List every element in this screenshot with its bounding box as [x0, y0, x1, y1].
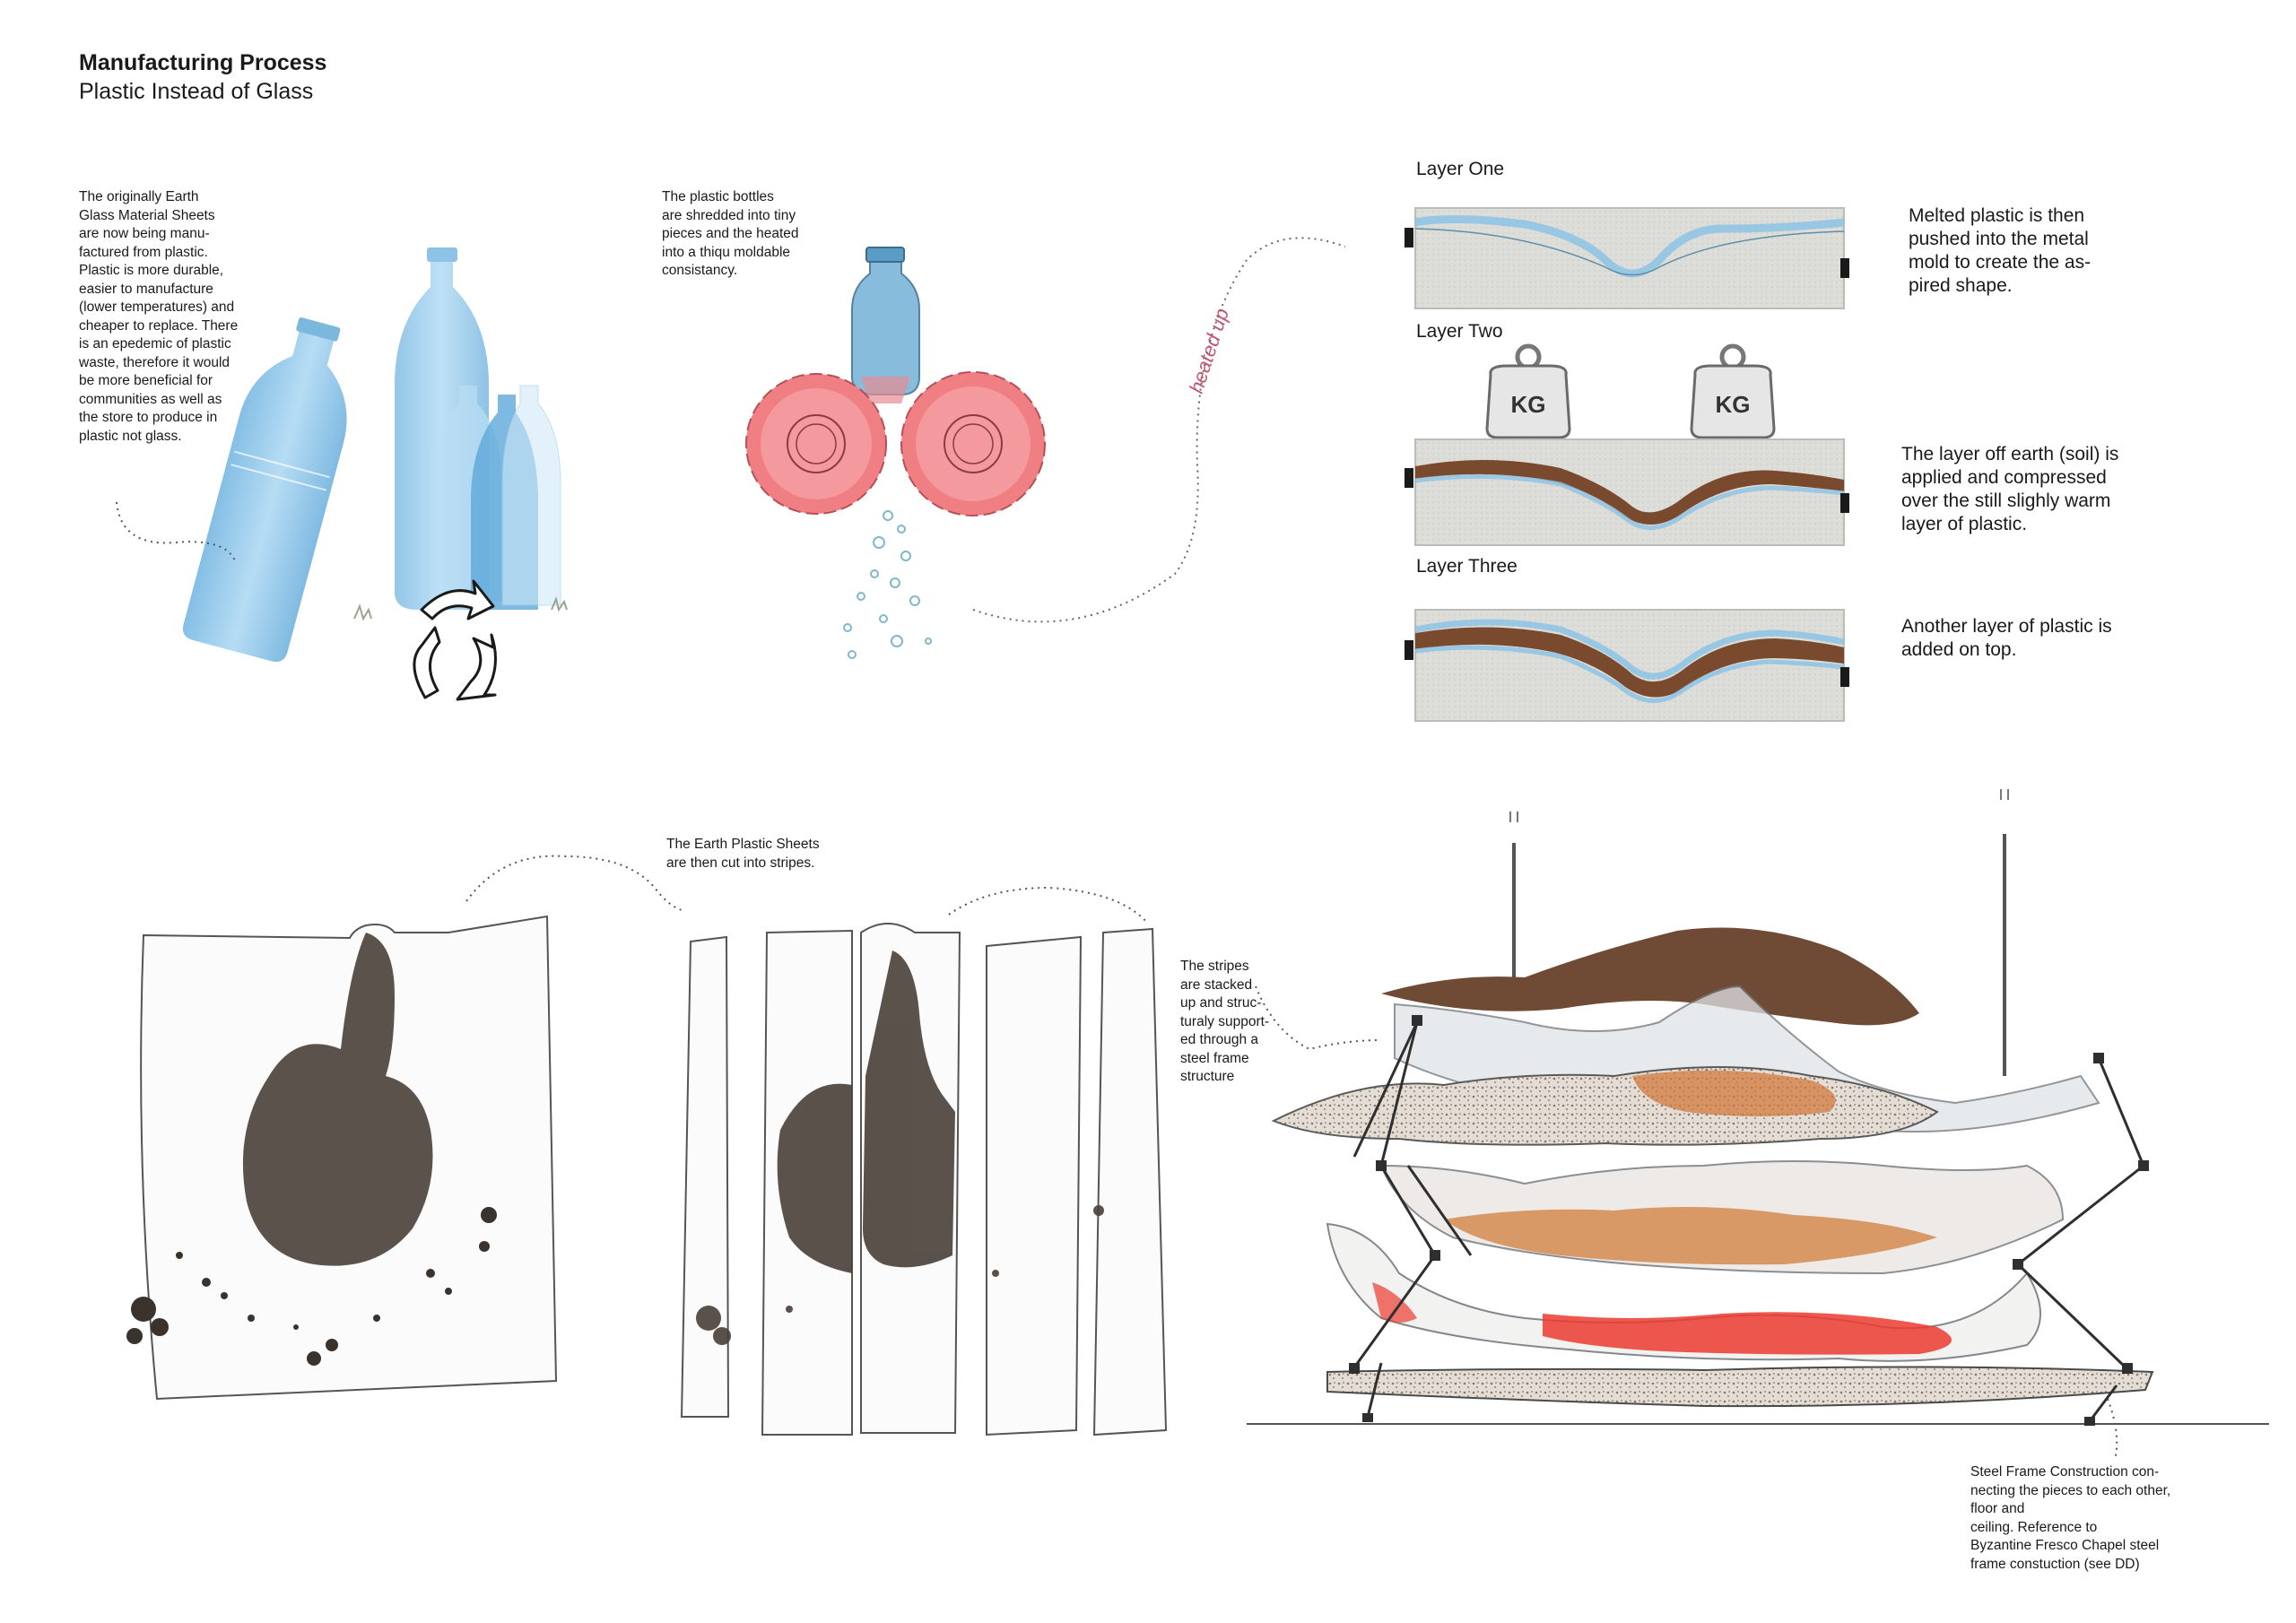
shredder-illustration	[851, 247, 920, 404]
plastic-pieces-illustration	[843, 510, 932, 659]
leader-heated-up	[972, 237, 1346, 623]
clamp-icon	[1405, 468, 1413, 488]
leader-stacked	[1255, 985, 1382, 1051]
weight-left-icon: KG	[1485, 343, 1571, 439]
leader-stripes	[948, 886, 1149, 924]
mold-layer-three	[1405, 609, 1849, 722]
mold-layer-one	[1405, 207, 1849, 309]
clamp-icon	[1405, 228, 1413, 247]
leader-cut-stripes	[465, 855, 683, 911]
layer-three-description: Another layer of plastic is added on top…	[1901, 616, 2112, 660]
stripe-5	[1092, 927, 1168, 1436]
page-title: Manufacturing Process	[79, 50, 327, 75]
weight-right-icon: KG	[1690, 343, 1776, 439]
plastic-bottles-illustration	[182, 247, 568, 663]
gear-right-icon	[900, 371, 1046, 516]
leader-steel-frame	[2107, 1398, 2118, 1461]
clamp-icon	[1840, 493, 1849, 513]
layer-two-description: The layer off earth (soil) is applied an…	[1901, 444, 2119, 534]
clamp-icon	[1405, 640, 1413, 660]
frame-joint-icons	[1349, 1015, 2149, 1426]
clamp-icon	[1840, 667, 1849, 687]
clamp-icon	[1840, 258, 1849, 278]
note-steel-frame: Steel Frame Construction con- necting th…	[1970, 1464, 2171, 1572]
mold-layer-two	[1405, 438, 1849, 546]
weight-left-label: KG	[1511, 391, 1546, 418]
note-cut-stripes: The Earth Plastic Sheets are then cut in…	[666, 837, 820, 871]
layer-two-label: Layer Two	[1416, 321, 1503, 342]
steel-frame-struts	[1352, 1021, 2145, 1422]
layer-one-description: Melted plastic is then pushed into the m…	[1909, 205, 2092, 296]
stripe-earth-marks	[696, 950, 1104, 1345]
note-shredded: The plastic bottles are shredded into ti…	[662, 189, 799, 278]
gear-left-icon	[745, 373, 887, 515]
note-stacked: The stripes are stacked up and struc- tu…	[1180, 959, 1270, 1084]
layer-one-label: Layer One	[1416, 159, 1505, 179]
stripe-1	[680, 935, 730, 1418]
page-subtitle: Plastic Instead of Glass	[79, 79, 314, 104]
recycle-arrows-icon	[413, 579, 497, 701]
stacked-structure-illustration	[1247, 789, 2269, 1426]
heated-up-label: heated up	[1185, 306, 1233, 396]
note-earth-glass: The originally Earth Glass Material Shee…	[79, 189, 239, 444]
stripe-4	[986, 935, 1083, 1436]
earth-plastic-sheet	[126, 915, 558, 1401]
layer-three-label: Layer Three	[1416, 556, 1518, 577]
weight-right-label: KG	[1716, 391, 1751, 418]
